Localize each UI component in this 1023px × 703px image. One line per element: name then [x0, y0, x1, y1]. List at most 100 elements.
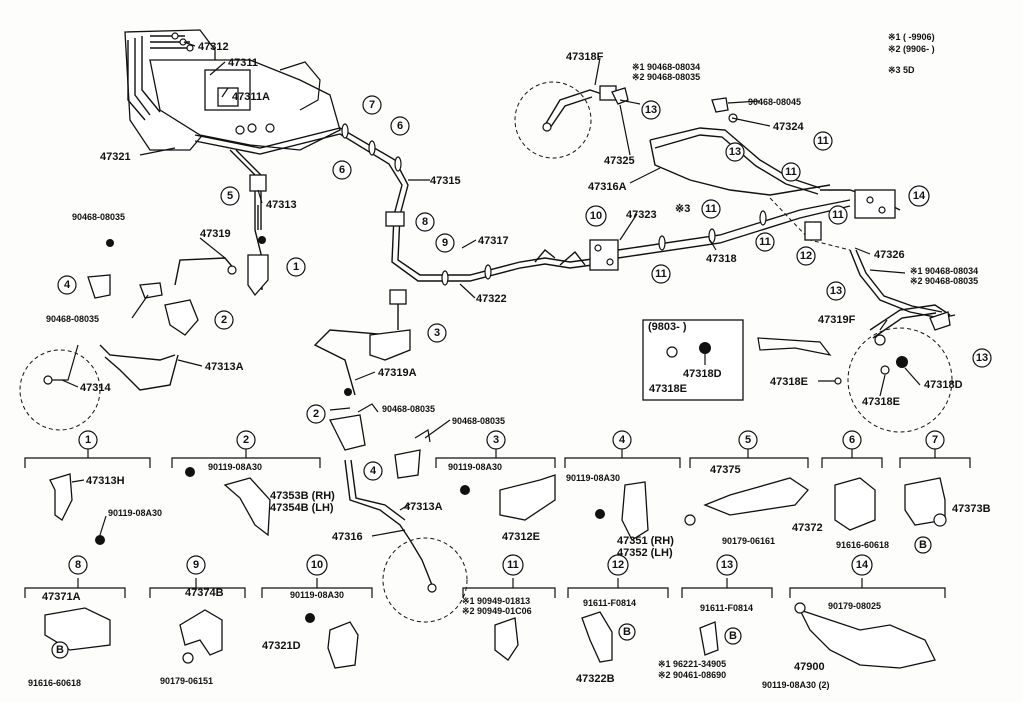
callout-9: 9 [442, 237, 448, 249]
legend-num-11: 11 [507, 559, 519, 571]
label-90468-08034-right: ※1 90468-08034 [910, 266, 978, 276]
label-47324: 47324 [773, 121, 804, 133]
callout-7: 7 [369, 99, 375, 111]
range-box: (9803- ) 47318D 47318E [642, 319, 744, 401]
callout-12: 12 [800, 250, 812, 262]
legend-9-part-a: 47374B [185, 587, 224, 599]
legend-num-4: 4 [619, 434, 626, 446]
label-star3: ※3 [675, 203, 690, 215]
label-47316: 47316 [332, 531, 363, 543]
label-47319: 47319 [200, 228, 231, 240]
label-90468-08035-top: ※2 90468-08035 [632, 72, 700, 82]
legend-num-12: 12 [612, 559, 624, 571]
label-90468-08035-center-right: 90468-08035 [452, 416, 505, 426]
callout-6b: 6 [397, 120, 403, 132]
callout-4: 4 [64, 279, 71, 291]
legend-8-part-b: 91616-60618 [28, 678, 81, 688]
callout-14: 14 [913, 190, 926, 202]
legend-12-part-a: 91611-F0814 [583, 598, 636, 608]
label-47318E-box: 47318E [649, 383, 687, 395]
label-90468-08035-center: 90468-08035 [382, 404, 435, 414]
label-90468-08045: 90468-08045 [748, 97, 801, 107]
legend-num-10: 10 [311, 559, 323, 571]
label-90468-08035-lower-left: 90468-08035 [46, 314, 99, 324]
legend-14-part-c: 90119-08A30 (2) [762, 680, 830, 690]
label-47317: 47317 [478, 235, 509, 247]
label-47311A: 47311A [232, 91, 270, 103]
legend-1-part-b: 90119-08A30 [108, 508, 162, 518]
legend-4-part-c: 47352 (LH) [617, 547, 673, 559]
callout-13d: 13 [976, 352, 988, 364]
label-90468-08035-left: 90468-08035 [72, 212, 125, 222]
label-47315: 47315 [430, 175, 461, 187]
legend-3-part-a: 90119-08A30 [448, 462, 502, 472]
legend-5-part-a: 47375 [710, 464, 741, 476]
legend-num-1: 1 [85, 434, 91, 446]
callout-13b: 13 [729, 146, 741, 158]
label-47326: 47326 [874, 249, 905, 261]
legend-num-6: 6 [849, 434, 855, 446]
legend-4-part-a: 90119-08A30 [566, 473, 620, 483]
legend-6-part-a: 47372 [792, 522, 823, 534]
legend-4-part-b: 47351 (RH) [617, 535, 674, 547]
rear-upper-hose [514, 81, 617, 159]
detail-legend: 1 2 3 4 5 6 7 47313H 90119-08A30 90119-0… [24, 430, 991, 690]
note-3: ※3 5D [888, 65, 915, 75]
legend-13-part-a: 91611-F0814 [700, 603, 753, 613]
label-47311: 47311 [228, 57, 258, 69]
applicability-notes: ※1 ( -9906) ※2 (9906- ) ※3 5D [888, 32, 935, 75]
callout-8: 8 [422, 216, 428, 228]
legend-num-14: 14 [856, 559, 869, 571]
legend-12-part-b: 47322B [576, 673, 615, 685]
legend-6-b-mark: B [919, 539, 927, 551]
note-2: ※2 (9906- ) [888, 44, 935, 54]
brake-actuator-assembly [124, 29, 341, 151]
legend-6-part-b: 91616-60618 [836, 540, 889, 550]
label-47313: 47313 [266, 199, 297, 211]
callout-5: 5 [227, 190, 233, 202]
label-90468-08035-right: ※2 90468-08035 [910, 276, 978, 286]
label-47325: 47325 [604, 155, 635, 167]
callout-4b: 4 [370, 465, 377, 477]
label-47313A-bottom: 47313A [404, 501, 443, 513]
diagram-callouts: 1 2 2 3 4 4 5 6 6 7 8 9 10 11 11 11 11 1… [57, 95, 992, 481]
rear-left-hose [344, 459, 468, 623]
note-1: ※1 ( -9906) [888, 32, 935, 42]
callout-11a: 11 [705, 203, 717, 215]
part-labels: 47312 47311 47311A 47321 47313 47315 473… [46, 41, 978, 543]
legend-2-part-a: 90119-08A30 [208, 462, 262, 472]
range-box-label: (9803- ) [648, 321, 687, 333]
leader-lines [61, 41, 921, 537]
legend-5-part-b: 90179-06161 [722, 536, 775, 546]
legend-2-part-b: 47353B (RH) [270, 490, 335, 502]
callout-10: 10 [590, 210, 602, 222]
label-47322: 47322 [476, 293, 507, 305]
label-47316A: 47316A [588, 181, 627, 193]
label-47323: 47323 [626, 209, 657, 221]
callout-11e: 11 [785, 166, 797, 178]
rear-right-hose [757, 304, 953, 433]
rear-brake-pipes [589, 127, 956, 319]
legend-num-8: 8 [75, 559, 81, 571]
legend-8-b-mark: B [56, 644, 64, 656]
center-brackets [313, 289, 431, 479]
legend-10-part-a: 90119-08A30 [290, 590, 344, 600]
legend-13-part-b: ※1 96221-34905 [658, 659, 726, 669]
label-47318: 47318 [706, 253, 737, 265]
legend-num-5: 5 [745, 434, 751, 446]
label-90468-08034-top: ※1 90468-08034 [632, 62, 700, 72]
callout-13a: 13 [645, 104, 657, 116]
callout-3: 3 [434, 327, 440, 339]
front-left-hose [19, 344, 179, 431]
callout-11c: 11 [759, 236, 771, 248]
legend-14-part-b: 47900 [794, 661, 825, 673]
callout-6: 6 [339, 164, 345, 176]
label-47313A-top: 47313A [205, 361, 244, 373]
legend-13-part-c: ※2 90461-08690 [658, 670, 726, 680]
callout-1: 1 [293, 261, 299, 273]
label-47312: 47312 [198, 41, 229, 53]
top-right-clips [611, 87, 951, 331]
label-47318F: 47318F [566, 51, 604, 63]
